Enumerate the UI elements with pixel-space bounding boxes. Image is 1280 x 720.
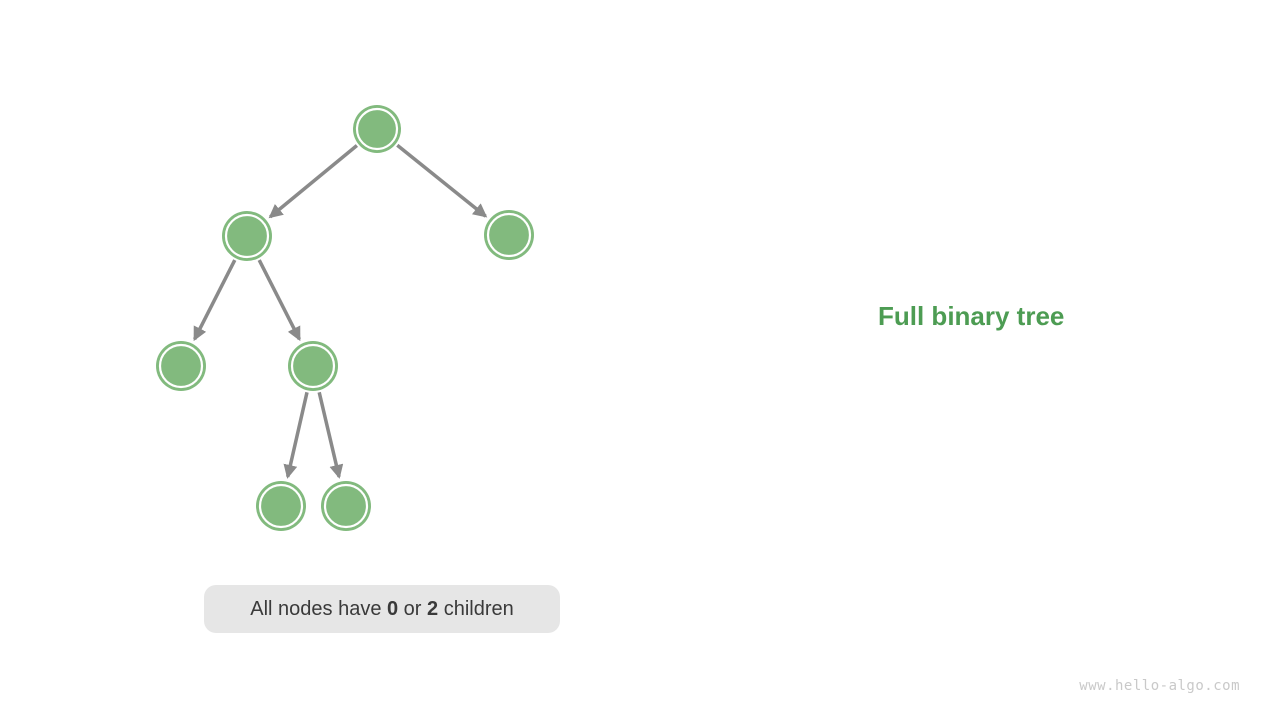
tree-node — [156, 341, 206, 391]
tree-edge — [317, 391, 344, 479]
tree-edge — [396, 143, 488, 218]
tree-node — [321, 481, 371, 531]
tree-edge — [193, 259, 237, 342]
caption-fragment: All nodes have — [250, 597, 387, 620]
caption-fragment: 0 — [387, 597, 399, 620]
tree-node — [222, 211, 272, 261]
caption-fragment: or — [398, 597, 428, 620]
caption-fragment: children — [438, 597, 514, 620]
caption-text: All nodes have 0 or 2 children — [250, 598, 514, 621]
tree-node — [484, 210, 534, 260]
diagram-title: Full binary tree — [878, 301, 1065, 331]
caption-fragment: 2 — [427, 597, 439, 620]
caption-box: All nodes have 0 or 2 children — [204, 585, 560, 633]
watermark: www.hello-algo.com — [1079, 678, 1240, 694]
tree-edge — [283, 391, 309, 479]
tree-edge — [257, 259, 301, 342]
tree-node — [353, 105, 401, 153]
tree-edge — [268, 144, 359, 219]
tree-node — [288, 341, 338, 391]
tree-node — [256, 481, 306, 531]
